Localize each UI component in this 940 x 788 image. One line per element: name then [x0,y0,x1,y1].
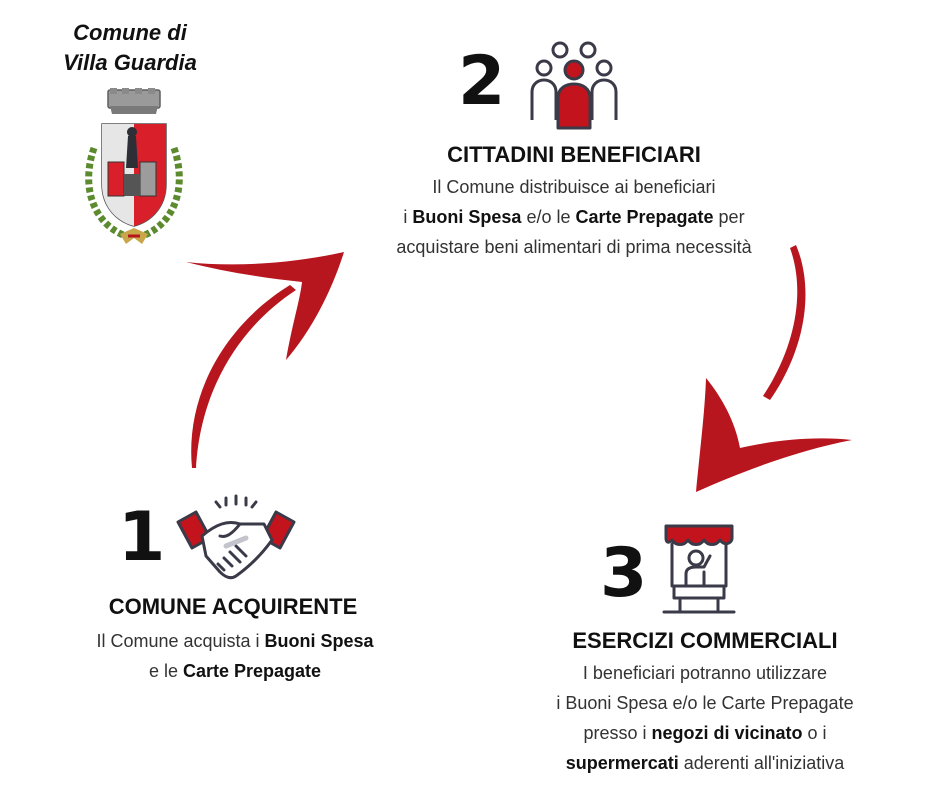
bold-text-run: Carte Prepagate [575,207,714,227]
step3-desc-line: supermercati aderenti all'iniziativa [500,748,910,778]
text-run: i [403,207,413,227]
step1-desc-line: e le Carte Prepagate [40,656,430,686]
arrow-step1-to-step2 [186,252,344,468]
text-run: aderenti all'iniziativa [678,753,845,773]
step2-title: CITTADINI BENEFICIARI [447,142,701,167]
step1-title: COMUNE ACQUIRENTE [108,594,358,619]
step2-description: Il Comune distribuisce ai beneficiari i … [334,172,814,262]
bold-text-run: Carte Prepagate [182,661,322,681]
text-run: Il Comune distribuisce ai beneficiari [432,177,716,197]
text-run: o i [802,723,827,743]
text-run: Il Comune acquista i [96,631,265,651]
step3-number: 3 [600,534,648,613]
step2-desc-line: i Buoni Spesa e/o le Carte Prepagate per [334,202,814,232]
step3-title: ESERCIZI COMMERCIALI [572,628,838,653]
step3-desc-line: i Buoni Spesa e/o le Carte Prepagate [500,688,910,718]
text-run: acquistare beni alimentari di prima nece… [396,237,752,257]
handshake-icon [176,494,296,580]
shop-stall-icon [662,524,736,614]
arrow-step2-to-step3 [696,245,852,492]
step3-description: I beneficiari potranno utilizzare i Buon… [500,658,910,778]
step2-number: 2 [458,42,506,121]
text-run: i Buoni Spesa e/o le Carte Prepagate [556,693,854,713]
bold-text-run: supermercati [565,753,679,773]
step1-description: Il Comune acquista i Buoni Spesa e le Ca… [40,626,430,686]
step2-desc-line: acquistare beni alimentari di prima nece… [334,232,814,262]
text-run: e le [148,661,183,681]
bold-text-run: Buoni Spesa [412,207,522,227]
text-run: presso i [583,723,652,743]
step3-desc-line: I beneficiari potranno utilizzare [500,658,910,688]
people-group-icon [530,41,618,130]
step3-desc-line: presso i negozi di vicinato o i [500,718,910,748]
municipality-name: Comune di Villa Guardia [55,18,205,78]
bold-text-run: negozi di vicinato [651,723,803,743]
municipal-crest [85,88,183,244]
step2-desc-line: Il Comune distribuisce ai beneficiari [334,172,814,202]
step1-desc-line: Il Comune acquista i Buoni Spesa [40,626,430,656]
text-run: I beneficiari potranno utilizzare [582,663,828,683]
step1-number: 1 [118,498,166,577]
municipality-line2: Villa Guardia [63,50,197,75]
text-run: e/o le [521,207,576,227]
bold-text-run: Buoni Spesa [264,631,374,651]
text-run: per [713,207,745,227]
municipality-line1: Comune di [73,20,187,45]
